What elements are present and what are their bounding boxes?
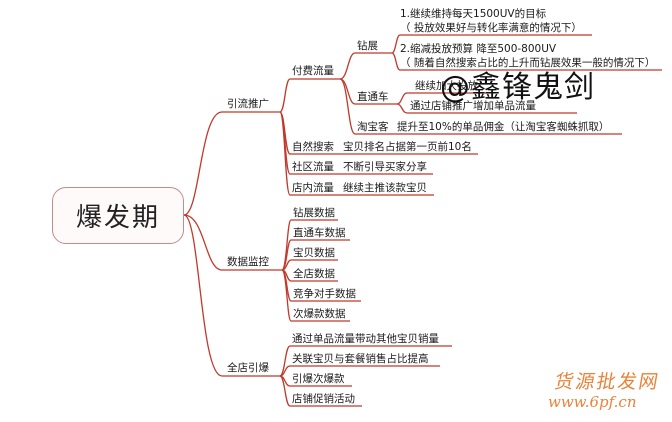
branch-traffic[interactable]: 引流推广 (227, 98, 269, 110)
node-community[interactable]: 社区流量 (292, 161, 334, 173)
branch-monitor[interactable]: 数据监控 (227, 256, 269, 268)
node-monitor-item[interactable]: 钻展数据 (293, 207, 335, 219)
node-zz-1-line1[interactable]: 1.继续维持每天1500UV的目标 (400, 8, 547, 20)
node-zz-1-line2: （ 投放效果好与转化率满意的情况下） (400, 22, 582, 34)
author-watermark: @鑫锋鬼剑 (440, 70, 595, 105)
node-monitor-item[interactable]: 全店数据 (293, 268, 335, 280)
node-taobaoke-note: 提升至10%的单品佣金（让淘宝客蜘蛛抓取） (397, 121, 610, 133)
node-store-item[interactable]: 关联宝贝与套餐销售占比提高 (292, 353, 429, 365)
edge-traffic-instore (279, 111, 434, 196)
node-store-item[interactable]: 店铺促销活动 (292, 393, 355, 405)
edge-monitor-3 (281, 259, 338, 271)
edge-root-store (183, 214, 280, 377)
edge-zz-2 (391, 52, 662, 71)
node-zz-2-line1[interactable]: 2.缩减投放预算 降至500-800UV (400, 43, 557, 55)
edge-root-monitor (183, 214, 282, 271)
node-natural-search[interactable]: 自然搜索 (292, 141, 334, 153)
node-natural-note: 宝贝排名占据第一页前10名 (343, 141, 472, 153)
edge-ztc-2 (396, 103, 577, 114)
node-instore-note: 继续主推该款宝贝 (343, 182, 427, 194)
node-instore[interactable]: 店内流量 (292, 182, 334, 194)
root-node[interactable]: 爆发期 (52, 187, 184, 244)
node-ztc[interactable]: 直通车 (357, 91, 389, 103)
node-zuanzhan[interactable]: 钻展 (357, 40, 378, 52)
edge-paid-taobaoke (339, 78, 622, 135)
edge-ztc-1 (396, 92, 488, 105)
node-ztc-1[interactable]: 继续加大投放 (415, 80, 478, 92)
node-monitor-item[interactable]: 竞争对手数据 (293, 288, 356, 300)
branch-store[interactable]: 全店引爆 (227, 362, 269, 374)
node-monitor-item[interactable]: 宝贝数据 (293, 247, 335, 259)
site-stamp-name: 货源批发网 (552, 371, 662, 393)
edge-paid-zuanzhan (339, 52, 392, 80)
edge-root-traffic (183, 111, 280, 216)
node-zz-2-line2: （ 随着自然搜索占比的上升而钻展效果一般的情况下） (400, 57, 656, 69)
node-community-note: 不断引导买家分享 (343, 161, 427, 173)
node-store-item[interactable]: 引爆次爆款 (292, 373, 345, 385)
site-stamp-url: www.6pf.cn (548, 393, 637, 411)
node-store-item[interactable]: 通过单品流量带动其他宝贝销量 (292, 333, 439, 345)
edge-zz-1 (391, 34, 592, 54)
edge-store-2 (279, 365, 440, 377)
edge-traffic-paid (279, 78, 340, 113)
node-paid-traffic[interactable]: 付费流量 (292, 65, 334, 77)
node-monitor-item[interactable]: 次爆款数据 (293, 308, 346, 320)
node-monitor-item[interactable]: 直通车数据 (293, 227, 346, 239)
edge-monitor-6 (281, 269, 350, 322)
edge-store-4 (279, 375, 362, 407)
node-ztc-2[interactable]: 通过店铺推广增加单品流量 (410, 100, 536, 112)
node-taobaoke[interactable]: 淘宝客 (357, 121, 389, 133)
root-label: 爆发期 (75, 203, 160, 233)
